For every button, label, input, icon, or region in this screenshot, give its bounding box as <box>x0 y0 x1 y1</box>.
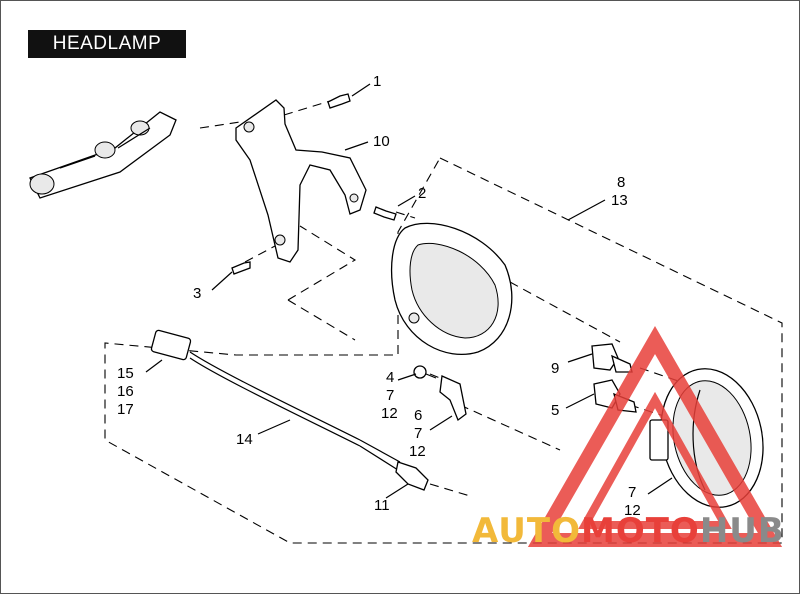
callout-9: 9 <box>551 360 559 377</box>
callout-17: 17 <box>117 401 134 418</box>
screw-part-3 <box>231 261 251 275</box>
callout-13: 13 <box>611 192 628 209</box>
callout-12-clip: 12 <box>381 405 398 422</box>
diagram-title: HEADLAMP <box>28 30 186 58</box>
callout-6: 6 <box>414 407 422 424</box>
callout-10: 10 <box>373 133 390 150</box>
callout-12-bracket: 12 <box>409 443 426 460</box>
watermark-text-hub: HUB <box>700 511 785 551</box>
headlamp-housing-part <box>390 222 513 356</box>
svg-text:AUTOMOTOHUB: AUTOMOTOHUB <box>472 511 785 551</box>
watermark-triangle <box>527 325 783 547</box>
callout-12-lens: 12 <box>624 502 641 519</box>
watermark-text-moto: MOTO <box>581 511 700 551</box>
callout-2: 2 <box>418 185 426 202</box>
headlamp-bracket-part <box>235 99 367 263</box>
callout-1: 1 <box>373 73 381 90</box>
screw-part-1 <box>327 93 351 109</box>
callout-7-bracket: 7 <box>414 425 422 442</box>
bulb-part-9 <box>591 343 633 373</box>
callout-labels: 1 10 2 3 8 13 9 5 7 12 15 16 17 14 11 4 … <box>117 73 641 519</box>
watermark-text-auto: AUTO <box>472 511 581 551</box>
callout-11: 11 <box>374 497 390 514</box>
callout-5: 5 <box>551 402 559 419</box>
callout-7-clip: 7 <box>386 387 394 404</box>
callout-16: 16 <box>117 383 134 400</box>
callout-leaders <box>145 83 673 499</box>
callout-8: 8 <box>617 174 625 191</box>
watermark-logo: AUTOMOTOHUB <box>472 511 785 551</box>
callout-7-lens: 7 <box>628 484 636 501</box>
clip-part-4 <box>413 365 437 379</box>
clip-part-6 <box>439 375 467 422</box>
callout-15: 15 <box>117 365 134 382</box>
callout-4: 4 <box>386 369 394 386</box>
fork-clamp-part <box>29 111 177 199</box>
callout-14: 14 <box>236 431 253 448</box>
screw-part-2 <box>373 206 397 221</box>
wire-harness-part <box>150 329 429 491</box>
callout-3: 3 <box>193 285 201 302</box>
